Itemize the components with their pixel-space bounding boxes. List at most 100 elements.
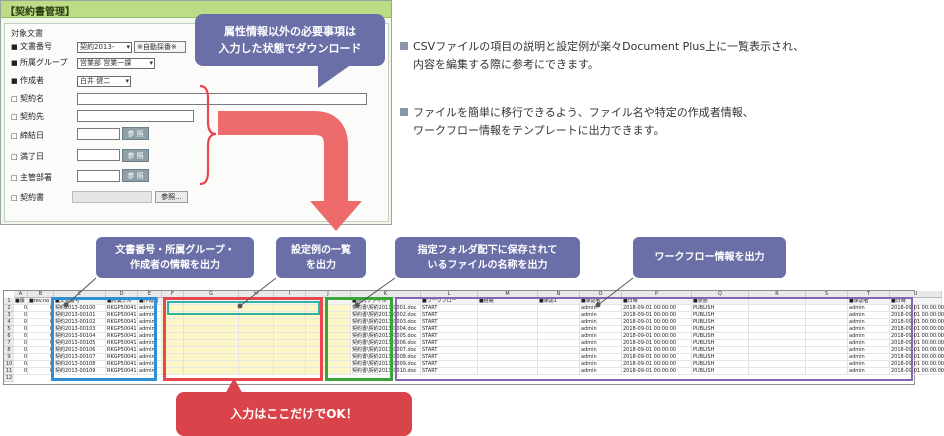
- table-cell[interactable]: [538, 340, 580, 347]
- table-cell[interactable]: RKGP50041: [106, 326, 138, 333]
- column-header[interactable]: A: [14, 291, 28, 298]
- table-cell[interactable]: 0: [14, 368, 28, 375]
- sign-date-input[interactable]: [77, 128, 120, 140]
- table-cell[interactable]: 2018-09-01 00:00:00: [622, 354, 692, 361]
- table-cell[interactable]: PUBLISH: [692, 319, 749, 326]
- creator-select[interactable]: 白井 健二: [77, 76, 131, 87]
- table-cell[interactable]: [749, 340, 806, 347]
- table-cell[interactable]: 2018-09-01 00:00:00: [890, 319, 944, 326]
- table-cell[interactable]: [239, 312, 274, 319]
- table-cell[interactable]: [749, 361, 806, 368]
- table-cell[interactable]: admin: [580, 326, 622, 333]
- table-cell[interactable]: 2018-09-01 00:00:00: [622, 368, 692, 375]
- table-cell[interactable]: [749, 354, 806, 361]
- table-cell[interactable]: [478, 368, 538, 375]
- table-cell[interactable]: [184, 361, 239, 368]
- table-cell[interactable]: admin: [580, 361, 622, 368]
- table-cell[interactable]: PUBLISH: [692, 361, 749, 368]
- table-cell[interactable]: [184, 333, 239, 340]
- table-cell[interactable]: [274, 354, 306, 361]
- table-cell[interactable]: PUBLISH: [692, 347, 749, 354]
- table-cell[interactable]: admin: [580, 333, 622, 340]
- table-cell[interactable]: admin: [848, 305, 890, 312]
- table-cell[interactable]: admin: [138, 312, 162, 319]
- table-cell[interactable]: 2018-09-01 00:00:00: [622, 340, 692, 347]
- table-cell[interactable]: 2018-09-01 00:00:00: [890, 354, 944, 361]
- table-cell[interactable]: [274, 340, 306, 347]
- table-cell[interactable]: RKGP50041: [106, 305, 138, 312]
- table-cell[interactable]: admin: [580, 319, 622, 326]
- table-cell[interactable]: admin: [138, 326, 162, 333]
- row-number[interactable]: 8: [4, 347, 14, 354]
- table-cell[interactable]: 0: [28, 368, 54, 375]
- table-cell[interactable]: [749, 312, 806, 319]
- table-cell[interactable]: [274, 326, 306, 333]
- table-cell[interactable]: START: [421, 333, 478, 340]
- contract-party-input[interactable]: [77, 110, 194, 122]
- doc-number-select[interactable]: 契約2013-: [77, 42, 132, 53]
- table-cell[interactable]: admin: [848, 368, 890, 375]
- table-cell[interactable]: [306, 333, 351, 340]
- table-cell[interactable]: 2018-09-01 00:00:00: [622, 312, 692, 319]
- row-number[interactable]: 7: [4, 340, 14, 347]
- table-cell[interactable]: 0: [28, 347, 54, 354]
- table-cell[interactable]: 契約書\契約2013-0007.doc: [351, 347, 421, 354]
- table-cell[interactable]: [806, 319, 848, 326]
- table-cell[interactable]: PUBLISH: [692, 326, 749, 333]
- table-cell[interactable]: [306, 326, 351, 333]
- column-header[interactable]: B: [28, 291, 54, 298]
- table-cell[interactable]: RKGP50041: [106, 354, 138, 361]
- table-cell[interactable]: [538, 354, 580, 361]
- table-cell[interactable]: [806, 312, 848, 319]
- table-cell[interactable]: [538, 305, 580, 312]
- table-cell[interactable]: [538, 333, 580, 340]
- table-cell[interactable]: admin: [580, 312, 622, 319]
- table-cell[interactable]: admin: [848, 354, 890, 361]
- table-cell[interactable]: 0: [14, 340, 28, 347]
- table-cell[interactable]: PUBLISH: [692, 333, 749, 340]
- header-cell[interactable]: ■日時: [890, 298, 942, 305]
- table-cell[interactable]: [478, 319, 538, 326]
- table-cell[interactable]: [239, 340, 274, 347]
- table-cell[interactable]: 2018-09-01 00:00:00: [622, 361, 692, 368]
- table-cell[interactable]: [162, 361, 184, 368]
- table-cell[interactable]: [478, 305, 538, 312]
- table-cell[interactable]: [184, 368, 239, 375]
- table-cell[interactable]: 契約書\契約2013-0004.doc: [351, 326, 421, 333]
- table-cell[interactable]: admin: [138, 319, 162, 326]
- table-cell[interactable]: [749, 319, 806, 326]
- table-cell[interactable]: [162, 312, 184, 319]
- table-cell[interactable]: [274, 333, 306, 340]
- table-cell[interactable]: [239, 354, 274, 361]
- table-cell[interactable]: admin: [138, 354, 162, 361]
- table-cell[interactable]: 契約書\契約2013-0001.doc: [351, 305, 421, 312]
- dept-input[interactable]: [77, 170, 120, 182]
- table-cell[interactable]: 契約書\契約2013-0003.doc: [351, 319, 421, 326]
- table-cell[interactable]: [184, 347, 239, 354]
- header-cell[interactable]: ■経路: [478, 298, 538, 305]
- table-cell[interactable]: START: [421, 354, 478, 361]
- table-cell[interactable]: [538, 361, 580, 368]
- table-cell[interactable]: 契約書\契約2013-0002.doc: [351, 312, 421, 319]
- table-cell[interactable]: 契約2013-00105: [54, 340, 106, 347]
- table-cell[interactable]: 2018-09-01 00:00:00: [890, 305, 944, 312]
- table-cell[interactable]: 0: [14, 326, 28, 333]
- header-cell[interactable]: ■版: [14, 298, 28, 305]
- table-cell[interactable]: [162, 319, 184, 326]
- table-cell[interactable]: 0: [28, 361, 54, 368]
- table-cell[interactable]: START: [421, 305, 478, 312]
- table-cell[interactable]: [274, 347, 306, 354]
- table-cell[interactable]: [806, 305, 848, 312]
- table-cell[interactable]: admin: [138, 340, 162, 347]
- table-cell[interactable]: 契約2013-00104: [54, 333, 106, 340]
- table-cell[interactable]: 2018-09-01 00:00:00: [622, 326, 692, 333]
- table-cell[interactable]: [306, 354, 351, 361]
- group-select[interactable]: 営業部 営業一課: [77, 58, 155, 69]
- table-cell[interactable]: [478, 340, 538, 347]
- table-cell[interactable]: [478, 361, 538, 368]
- table-cell[interactable]: [306, 368, 351, 375]
- table-cell[interactable]: [274, 305, 306, 312]
- table-cell[interactable]: [162, 347, 184, 354]
- header-cell[interactable]: [749, 298, 806, 305]
- row-number[interactable]: 9: [4, 354, 14, 361]
